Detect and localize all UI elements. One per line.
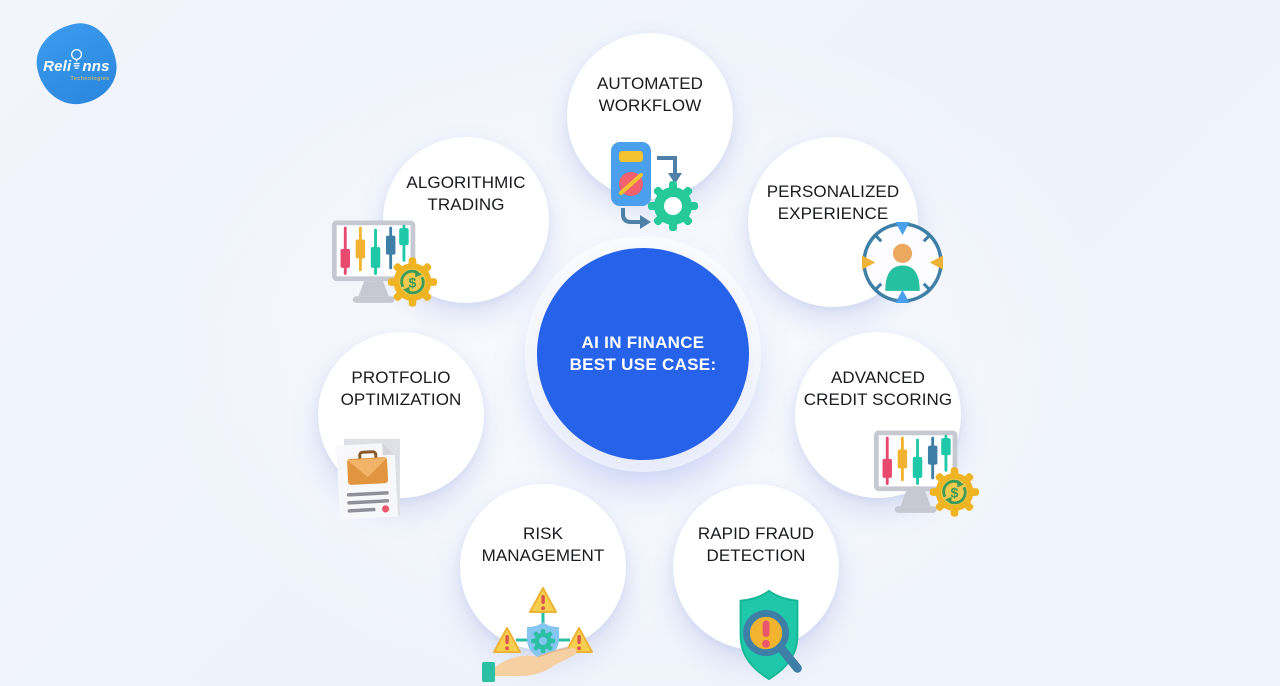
person-focus-target-icon [862,222,943,303]
brand-name-part2: nns [82,57,110,75]
center-topic-circle: AI IN FINANCE BEST USE CASE: [537,248,749,460]
node-label: PROTFOLIO [351,368,451,387]
lightbulb-icon [71,48,83,69]
node-automated-workflow: AUTOMATED WORKFLOW [567,33,733,199]
node-label: EXPERIENCE [777,204,889,223]
node-label: AUTOMATED [596,74,704,93]
node-label: TRADING [427,195,505,214]
brand-logo: Reli nns Technologies [31,18,122,110]
node-label: OPTIMIZATION [340,390,462,409]
node-label: RAPID FRAUD [697,524,815,543]
node-algorithmic-trading: ALGORITHMIC TRADING [383,137,549,303]
node-label: ADVANCED [830,368,925,387]
node-label: RISK [522,524,564,543]
candlestick-monitor-dollar-gear-icon: $ [874,430,980,517]
node-label: CREDIT SCORING [803,390,953,409]
shield-magnifier-alert-icon [739,589,802,681]
node-label: DETECTION [706,546,806,565]
brand-name-part1: Reli [43,57,72,75]
node-label: PERSONALIZED [766,182,900,201]
node-label: WORKFLOW [598,96,702,115]
node-label: MANAGEMENT [481,546,605,565]
node-label: ALGORITHMIC [406,173,526,192]
dollar-sign-glyph: $ [951,485,959,501]
brand-subtitle: Technologies [70,75,110,82]
center-title-line2: BEST USE CASE: [569,355,717,374]
dollar-sign-glyph: $ [409,275,417,291]
brand-name: Reli nns [43,47,110,75]
hand-shield-warning-network-icon [482,587,593,682]
brand-logo-content: Reli nns Technologies [43,47,110,82]
briefcase-report-document-icon [336,438,400,520]
candlestick-monitor-dollar-gear-icon: $ [332,220,438,307]
calculator-arrows-gear-icon [611,142,698,231]
center-title-line1: AI IN FINANCE [581,333,705,352]
